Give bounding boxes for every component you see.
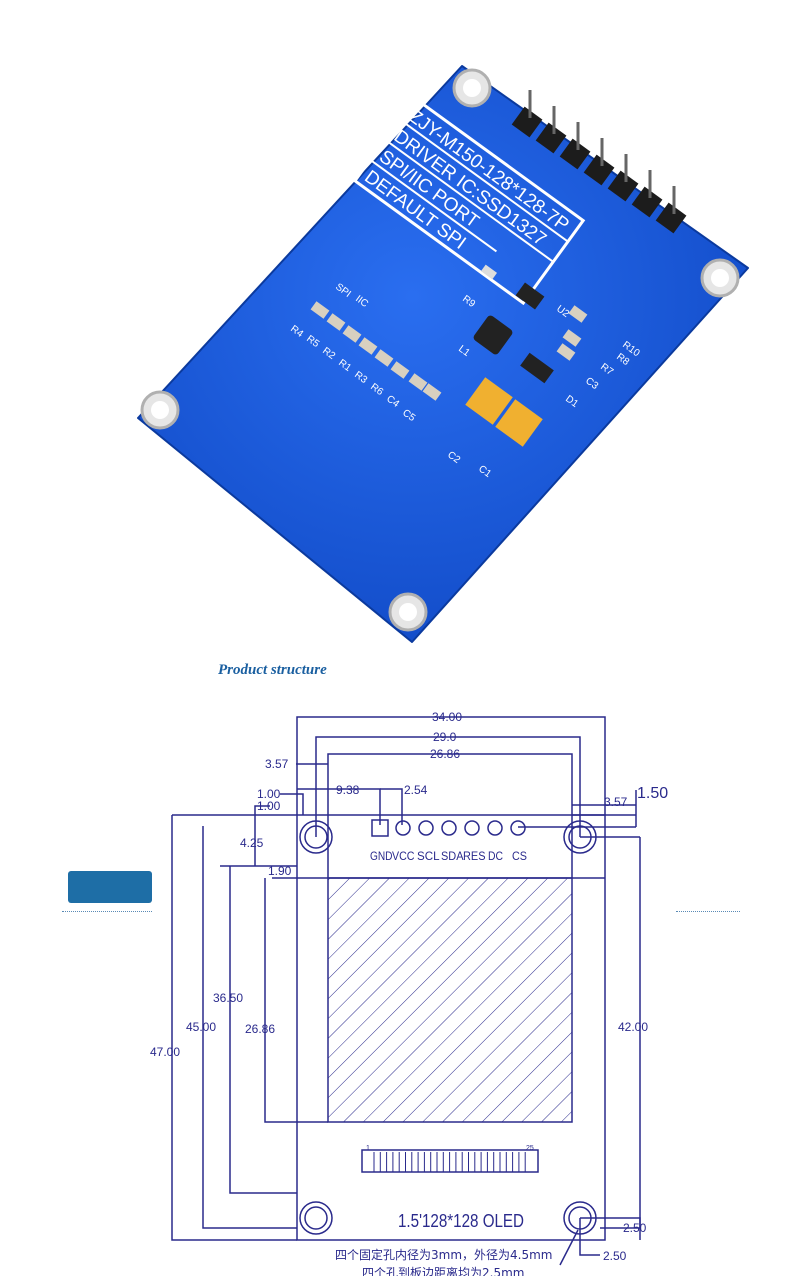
dim-top-margin1: 1.00: [257, 787, 281, 801]
pin-pad: [441, 820, 457, 836]
dim-hole-offset-right: 3.57: [604, 795, 628, 809]
header-pin: [607, 154, 639, 202]
dim-pin-offset: 9.38: [336, 783, 360, 797]
header-pin: [559, 122, 591, 170]
fpc-pin-last: 25: [526, 1145, 534, 1152]
dim-height-inner: 45.00: [186, 1020, 216, 1034]
header-pin: [655, 186, 687, 234]
dim-screen-width: 26.86: [430, 747, 460, 761]
pin-pad: [395, 820, 411, 836]
smd-component: [358, 337, 378, 355]
dim-pin-edge: 1.50: [637, 785, 668, 802]
divider-right: [676, 911, 740, 912]
pin-pad: [464, 820, 480, 836]
pin-label: SCL: [417, 849, 440, 863]
smd-component: [568, 305, 588, 323]
dim-hole-offset-left: 3.57: [265, 757, 289, 771]
pin-pad: [418, 820, 434, 836]
pcb-board: [137, 65, 749, 643]
pin-label: SDA: [441, 849, 464, 863]
model-label: 1.5'128*128 OLED: [398, 1211, 524, 1231]
dim-screen-height: 26.86: [245, 1022, 275, 1036]
dim-height-total: 47.00: [150, 1045, 180, 1059]
components: [310, 264, 588, 447]
pin-label: RES: [463, 849, 486, 863]
dim-hole-edge-y: 2.50: [603, 1249, 627, 1263]
smd-component: [556, 343, 576, 361]
dim-height-holes: 42.00: [618, 1020, 648, 1034]
smd-component: [562, 329, 582, 347]
section-title: Product structure: [218, 662, 327, 678]
pin-pad-square: [371, 819, 389, 837]
pin-label: VCC: [392, 849, 415, 863]
fpc-pin-first: 1: [366, 1145, 370, 1152]
dim-pin-pitch: 2.54: [404, 783, 428, 797]
smd-component: [390, 361, 410, 379]
header-pin: [535, 106, 567, 154]
hole-note-line1: 四个固定孔内径为3mm，外径为4.5mm: [335, 1248, 553, 1262]
header-pin: [511, 90, 543, 138]
section-tab-button[interactable]: [68, 871, 152, 903]
dim-width-total: 34.00: [432, 710, 462, 724]
pcb-photo: ZJY-M150-128*128-7P DRIVER IC:SSD1327 SP…: [137, 65, 749, 643]
smd-component: [374, 349, 394, 367]
pin-label: GND: [370, 849, 393, 863]
dim-hole-edge-x: 2.50: [623, 1221, 647, 1235]
pin-label: CS: [512, 849, 527, 863]
pin-header: [511, 90, 687, 234]
dim-top-margin2: 1.00: [257, 799, 281, 813]
dim-pin-area: 4.25: [240, 836, 264, 850]
smd-component: [422, 383, 442, 401]
dim-screen-top: 1.90: [268, 864, 292, 878]
smd-component: [342, 325, 362, 343]
pin-pad: [510, 820, 526, 836]
smd-component: [408, 373, 428, 391]
pin-pad: [487, 820, 503, 836]
board-outline: [296, 814, 606, 1241]
divider-left: [62, 911, 152, 912]
dim-active-height: 36.50: [213, 991, 243, 1005]
mounting-holes: [299, 820, 597, 1235]
header-pin: [631, 170, 663, 218]
smd-component: [310, 301, 330, 319]
pin-label: DC: [488, 849, 503, 863]
dim-hole-spacing: 29.0: [433, 730, 457, 744]
header-pin: [583, 138, 615, 186]
fpc-connector: [361, 1149, 539, 1173]
hole-note-line2: 四个孔到板边距离均为2.5mm: [362, 1266, 525, 1276]
screen-area: [327, 877, 573, 1123]
smd-component: [326, 313, 346, 331]
